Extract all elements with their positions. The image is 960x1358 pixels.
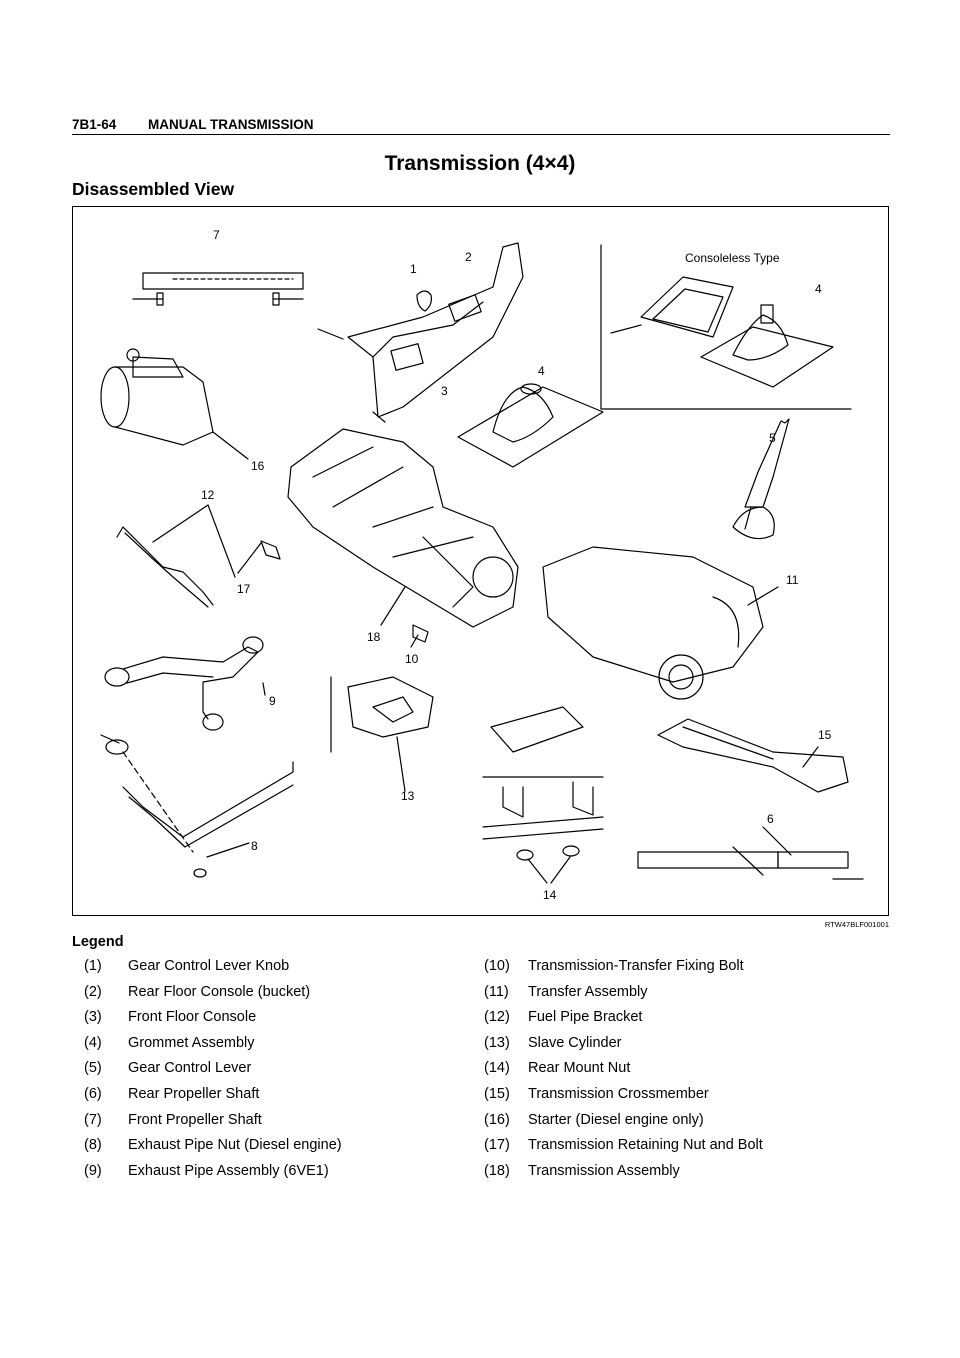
- retaining-bolt: [237, 540, 281, 574]
- legend-number: (9): [84, 1163, 102, 1179]
- legend-number: (10): [484, 958, 510, 974]
- callout-7: 7: [213, 228, 220, 242]
- floor-console: [317, 242, 524, 423]
- legend-number: (8): [84, 1137, 102, 1153]
- gear-knob: [416, 290, 432, 312]
- front-propeller-shaft: [132, 272, 304, 306]
- callout-16: 16: [251, 459, 265, 473]
- callout-17: 17: [237, 582, 251, 596]
- exhaust-pipe-assembly: [104, 636, 266, 731]
- exhaust-pipe-nut: [100, 734, 294, 878]
- callout-2: 2: [465, 250, 472, 264]
- callout-1: 1: [410, 262, 417, 276]
- legend-number: (7): [84, 1112, 102, 1128]
- exploded-view-figure: Consoleless Type 7 2 1 4 3 4 16 5 12 17 …: [72, 206, 889, 916]
- fixing-bolt: [410, 624, 429, 648]
- legend-number: (13): [484, 1035, 510, 1051]
- grommet-assembly: [457, 383, 604, 468]
- legend-number: (1): [84, 958, 102, 974]
- callout-15: 15: [818, 728, 832, 742]
- legend-number: (18): [484, 1163, 510, 1179]
- consoleless-type-label: Consoleless Type: [685, 251, 780, 265]
- callout-12: 12: [201, 488, 215, 502]
- callout-5: 5: [769, 431, 776, 445]
- legend-text: Rear Propeller Shaft: [128, 1086, 260, 1102]
- legend-number: (14): [484, 1060, 510, 1076]
- legend-number: (16): [484, 1112, 510, 1128]
- figure-code: RTW47BLF001001: [824, 920, 889, 929]
- legend-text: Slave Cylinder: [528, 1035, 622, 1051]
- callout-14: 14: [543, 888, 557, 902]
- callout-4: 4: [538, 364, 545, 378]
- callout-6: 6: [767, 812, 774, 826]
- legend-text: Transmission Retaining Nut and Bolt: [528, 1137, 763, 1153]
- legend-title: Legend: [72, 934, 124, 950]
- gear-control-lever: [732, 418, 790, 540]
- legend-number: (17): [484, 1137, 510, 1153]
- page-number: 7B1-64: [72, 117, 117, 132]
- legend-text: Fuel Pipe Bracket: [528, 1009, 643, 1025]
- transfer-assembly: [542, 546, 779, 700]
- legend-text: Exhaust Pipe Assembly (6VE1): [128, 1163, 329, 1179]
- transmission-crossmember: [657, 718, 849, 793]
- consoleless-parts: [610, 276, 834, 388]
- callout-18: 18: [367, 630, 381, 644]
- rear-mount: [482, 706, 604, 884]
- legend-text: Rear Floor Console (bucket): [128, 984, 311, 1000]
- legend-number: (15): [484, 1086, 510, 1102]
- callout-8: 8: [251, 839, 258, 853]
- legend-text: Starter (Diesel engine only): [528, 1112, 704, 1128]
- legend-text: Transmission-Transfer Fixing Bolt: [528, 958, 744, 974]
- legend-text: Front Propeller Shaft: [128, 1112, 262, 1128]
- legend-number: (2): [84, 984, 102, 1000]
- legend-text: Rear Mount Nut: [528, 1060, 631, 1076]
- starter: [100, 348, 249, 460]
- legend-number: (12): [484, 1009, 510, 1025]
- transmission-assembly: [287, 428, 519, 628]
- exploded-view-drawing: [100, 242, 864, 884]
- legend-text: Grommet Assembly: [128, 1035, 255, 1051]
- legend-number: (4): [84, 1035, 102, 1051]
- legend-text: Transmission Assembly: [528, 1163, 680, 1179]
- legend-text: Transfer Assembly: [528, 984, 648, 1000]
- page-header: 7B1-64 MANUAL TRANSMISSION: [72, 116, 890, 135]
- callout-11: 11: [786, 573, 799, 587]
- legend-text: Exhaust Pipe Nut (Diesel engine): [128, 1137, 342, 1153]
- legend-number: (3): [84, 1009, 102, 1025]
- legend-text: Gear Control Lever: [128, 1060, 252, 1076]
- callout-9: 9: [269, 694, 276, 708]
- legend-text: Front Floor Console: [128, 1009, 257, 1025]
- legend-text: Gear Control Lever Knob: [128, 958, 290, 974]
- callout-10: 10: [405, 652, 419, 666]
- legend-number: (6): [84, 1086, 102, 1102]
- page-title: Transmission (4×4): [384, 152, 576, 175]
- callout-13: 13: [401, 789, 415, 803]
- legend-number: (5): [84, 1060, 102, 1076]
- callout-4-consoleless: 4: [815, 282, 822, 296]
- slave-cylinder: [330, 676, 434, 792]
- legend-number: (11): [484, 984, 509, 1000]
- page-subtitle: Disassembled View: [72, 179, 235, 199]
- section-title: MANUAL TRANSMISSION: [148, 117, 314, 132]
- fuel-pipe-bracket: [116, 504, 236, 608]
- legend-text: Transmission Crossmember: [528, 1086, 709, 1102]
- callout-3: 3: [441, 384, 448, 398]
- rear-propeller-shaft: [637, 826, 864, 880]
